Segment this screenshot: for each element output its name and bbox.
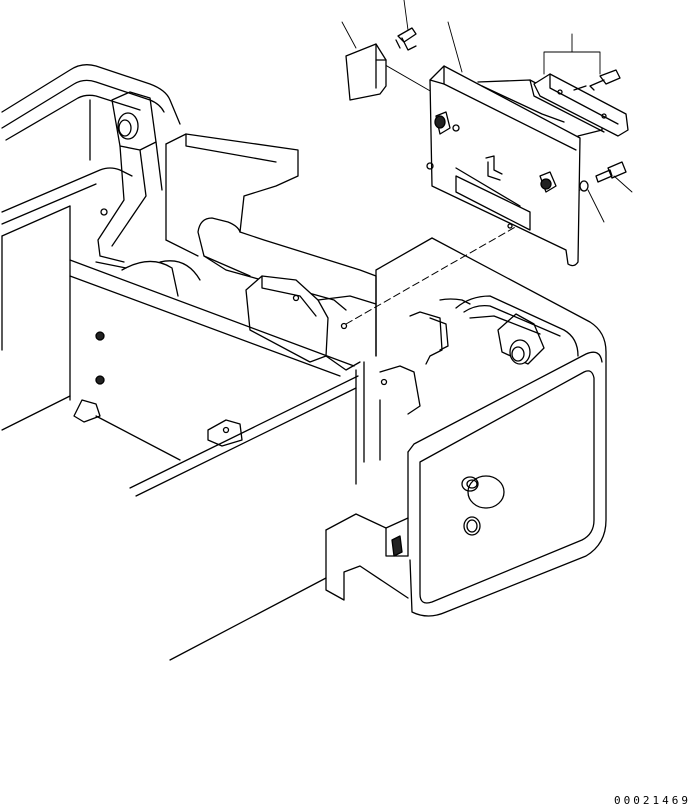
bolt-upper-left	[395, 27, 417, 51]
angle-bracket	[533, 73, 629, 137]
bolt-upper-right	[573, 69, 621, 91]
drawing-number: 00021469	[614, 794, 691, 807]
cross-member	[95, 133, 377, 371]
counterweight	[325, 237, 607, 617]
assembly-line-upper	[379, 61, 433, 93]
bolt-right	[595, 161, 627, 183]
side-plate	[1, 205, 359, 661]
cover-plate	[345, 43, 387, 101]
leader-lines	[341, 0, 633, 223]
frame-rear-section	[1, 64, 181, 263]
bracket-plate	[426, 65, 605, 267]
washer	[579, 180, 589, 192]
